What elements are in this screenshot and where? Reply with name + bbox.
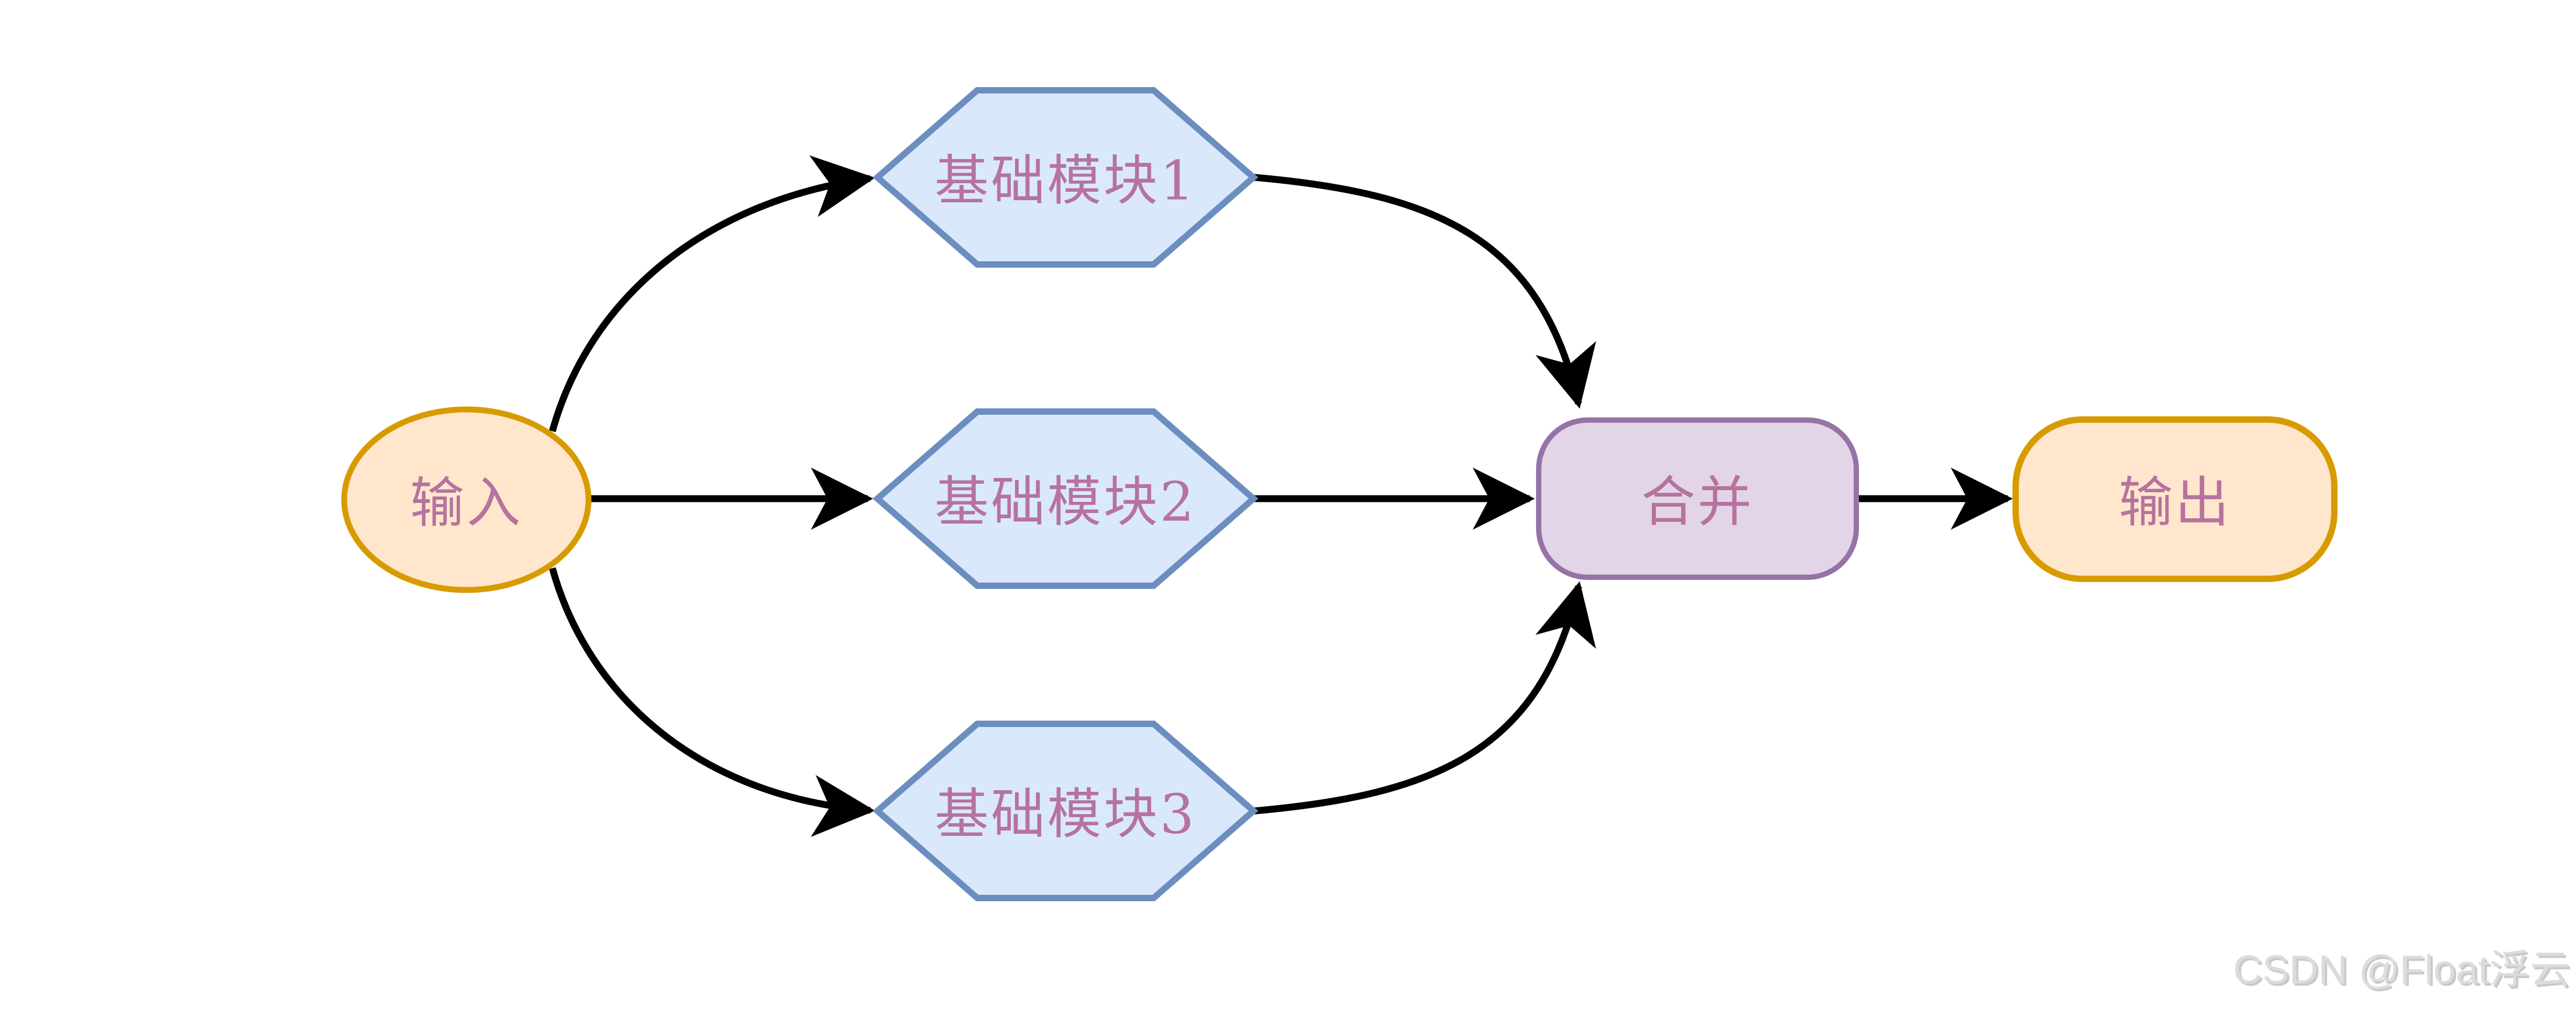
node-module3: 基础模块3 <box>872 721 1259 901</box>
output-label: 输出 <box>2119 472 2231 535</box>
node-module1: 基础模块1 <box>872 87 1259 268</box>
merge-rounded-rect-shape <box>1536 417 1859 580</box>
watermark: CSDN @Float浮云 CSDN @Float浮云 <box>2233 947 2572 995</box>
module3-hexagon-shape <box>872 721 1259 901</box>
node-module2: 基础模块2 <box>872 408 1259 589</box>
input-ellipse-shape <box>341 406 592 593</box>
node-merge: 合并 <box>1536 417 1859 580</box>
edge-input-to-module3 <box>549 567 875 837</box>
merge-label: 合并 <box>1641 471 1754 534</box>
edge-input-to-module1 <box>549 155 875 432</box>
watermark-shadow-text: CSDN @Float浮云 <box>2235 950 2572 995</box>
input-label: 输入 <box>410 472 523 535</box>
module2-label: 基础模块2 <box>935 471 1197 534</box>
module1-label: 基础模块1 <box>935 150 1197 213</box>
module2-hexagon-shape <box>872 408 1259 589</box>
module3-label: 基础模块3 <box>935 783 1197 846</box>
edges-layer <box>549 155 2013 837</box>
output-rounded-rect-shape <box>2012 416 2338 582</box>
node-input: 输入 <box>341 406 592 593</box>
edge-module3-to-merge <box>1254 581 1596 815</box>
node-output: 输出 <box>2012 416 2338 582</box>
watermark-text: CSDN @Float浮云 <box>2233 947 2570 993</box>
module1-hexagon-shape <box>872 87 1259 268</box>
edge-module1-to-merge <box>1254 174 1597 409</box>
